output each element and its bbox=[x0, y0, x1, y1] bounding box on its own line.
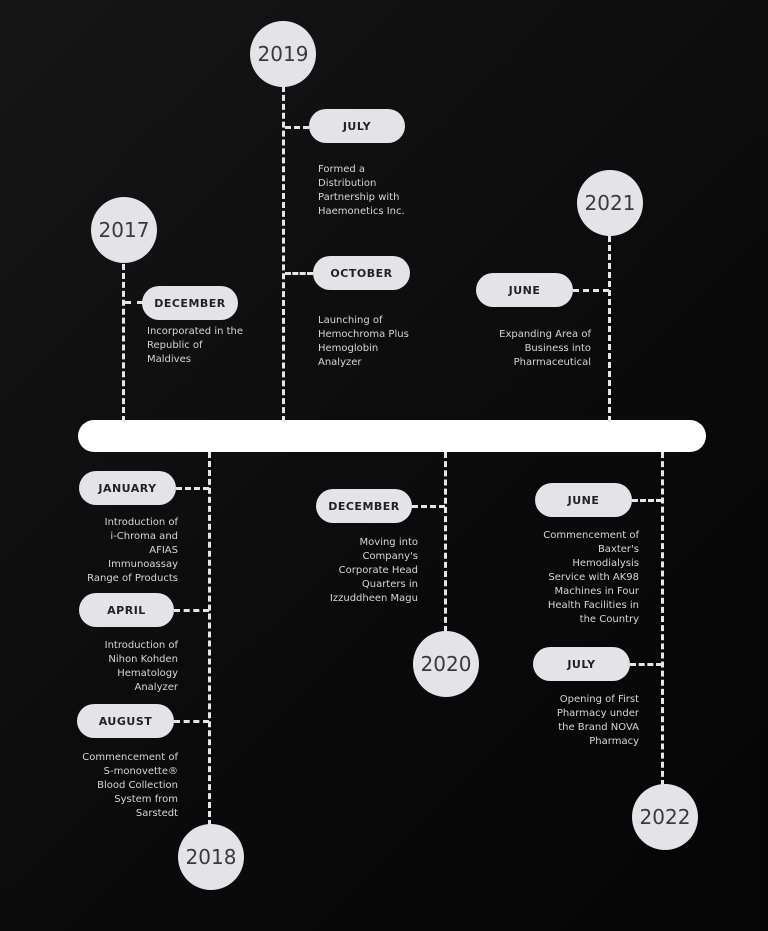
connector-2018-april bbox=[174, 609, 209, 612]
event-text-2021-june: Expanding Area of Business into Pharmace… bbox=[499, 329, 591, 368]
stem-2022 bbox=[661, 452, 664, 786]
year-circle-2022: 2022 bbox=[632, 784, 698, 850]
year-circle-2019: 2019 bbox=[250, 21, 316, 87]
month-pill-2018-april: APRIL bbox=[79, 593, 174, 627]
connector-2017-december bbox=[125, 301, 143, 304]
event-text-2022-july: Opening of First Pharmacy under the Bran… bbox=[556, 694, 639, 747]
connector-2022-july bbox=[630, 663, 662, 666]
stem-2021 bbox=[608, 236, 611, 422]
event-text-2019-october: Launching of Hemochroma Plus Hemoglobin … bbox=[318, 315, 409, 368]
connector-2018-january bbox=[176, 487, 209, 490]
month-pill-2021-june: JUNE bbox=[476, 273, 573, 307]
year-circle-2020: 2020 bbox=[413, 631, 479, 697]
event-text-2018-august: Commencement of S-monovette® Blood Colle… bbox=[82, 752, 178, 819]
connector-2019-october bbox=[285, 272, 313, 275]
timeline-axis bbox=[78, 420, 706, 452]
connector-2022-june bbox=[632, 499, 662, 502]
stem-2020 bbox=[444, 452, 447, 632]
month-pill-2018-august: AUGUST bbox=[77, 704, 174, 738]
event-text-2019-july: Formed a Distribution Partnership with H… bbox=[318, 164, 405, 217]
stem-2017 bbox=[122, 264, 125, 422]
year-circle-2021: 2021 bbox=[577, 170, 643, 236]
connector-2018-august bbox=[174, 720, 209, 723]
stem-2018 bbox=[208, 452, 211, 826]
month-pill-2019-october: OCTOBER bbox=[313, 256, 410, 290]
event-text-2020-december: Moving into Company's Corporate Head Qua… bbox=[329, 537, 418, 604]
connector-2020-december bbox=[412, 505, 445, 508]
month-pill-2022-july: JULY bbox=[533, 647, 630, 681]
event-text-2022-june: Commencement of Baxter's Hemodialysis Se… bbox=[543, 530, 639, 625]
year-circle-2017: 2017 bbox=[91, 197, 157, 263]
connector-2019-july bbox=[285, 126, 309, 129]
month-pill-2018-january: JANUARY bbox=[79, 471, 176, 505]
month-pill-2019-july: JULY bbox=[309, 109, 405, 143]
stem-2019 bbox=[282, 86, 285, 422]
event-text-2018-april: Introduction of Nihon Kohden Hematology … bbox=[104, 640, 178, 693]
year-circle-2018: 2018 bbox=[178, 824, 244, 890]
connector-2021-june bbox=[573, 289, 609, 292]
event-text-2017-december: Incorporated in the Republic of Maldives bbox=[147, 326, 244, 365]
month-pill-2020-december: DECEMBER bbox=[316, 489, 412, 523]
month-pill-2017-december: DECEMBER bbox=[142, 286, 238, 320]
event-text-2018-january: Introduction of i-Chroma and AFIAS Immun… bbox=[87, 517, 178, 584]
month-pill-2022-june: JUNE bbox=[535, 483, 632, 517]
